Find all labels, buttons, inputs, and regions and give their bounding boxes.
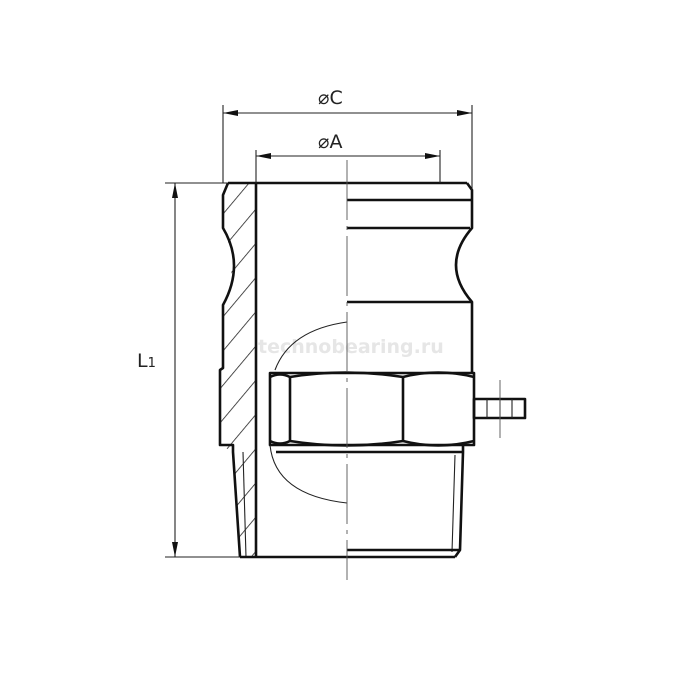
left-outer-profile bbox=[218, 182, 242, 558]
inner-diameter-label: ⌀A bbox=[318, 131, 342, 153]
length-label: L1 bbox=[137, 350, 156, 372]
dimension-length bbox=[165, 182, 240, 558]
outer-diameter-label: ⌀C bbox=[318, 87, 343, 109]
break-line-top bbox=[274, 321, 348, 371]
hex-nut bbox=[268, 371, 476, 454]
right-outer-profile bbox=[454, 182, 474, 373]
break-line-bottom bbox=[269, 444, 348, 504]
thread-right-wall bbox=[453, 445, 465, 558]
dimension-outer-diameter bbox=[222, 105, 473, 190]
watermark: technobearing.ru bbox=[258, 336, 444, 358]
section-hatch bbox=[220, 183, 256, 557]
thread-line-right bbox=[451, 454, 456, 553]
thread-line-left bbox=[242, 451, 247, 558]
dimension-inner-diameter bbox=[255, 150, 441, 183]
hose-barb-pin bbox=[472, 380, 527, 438]
